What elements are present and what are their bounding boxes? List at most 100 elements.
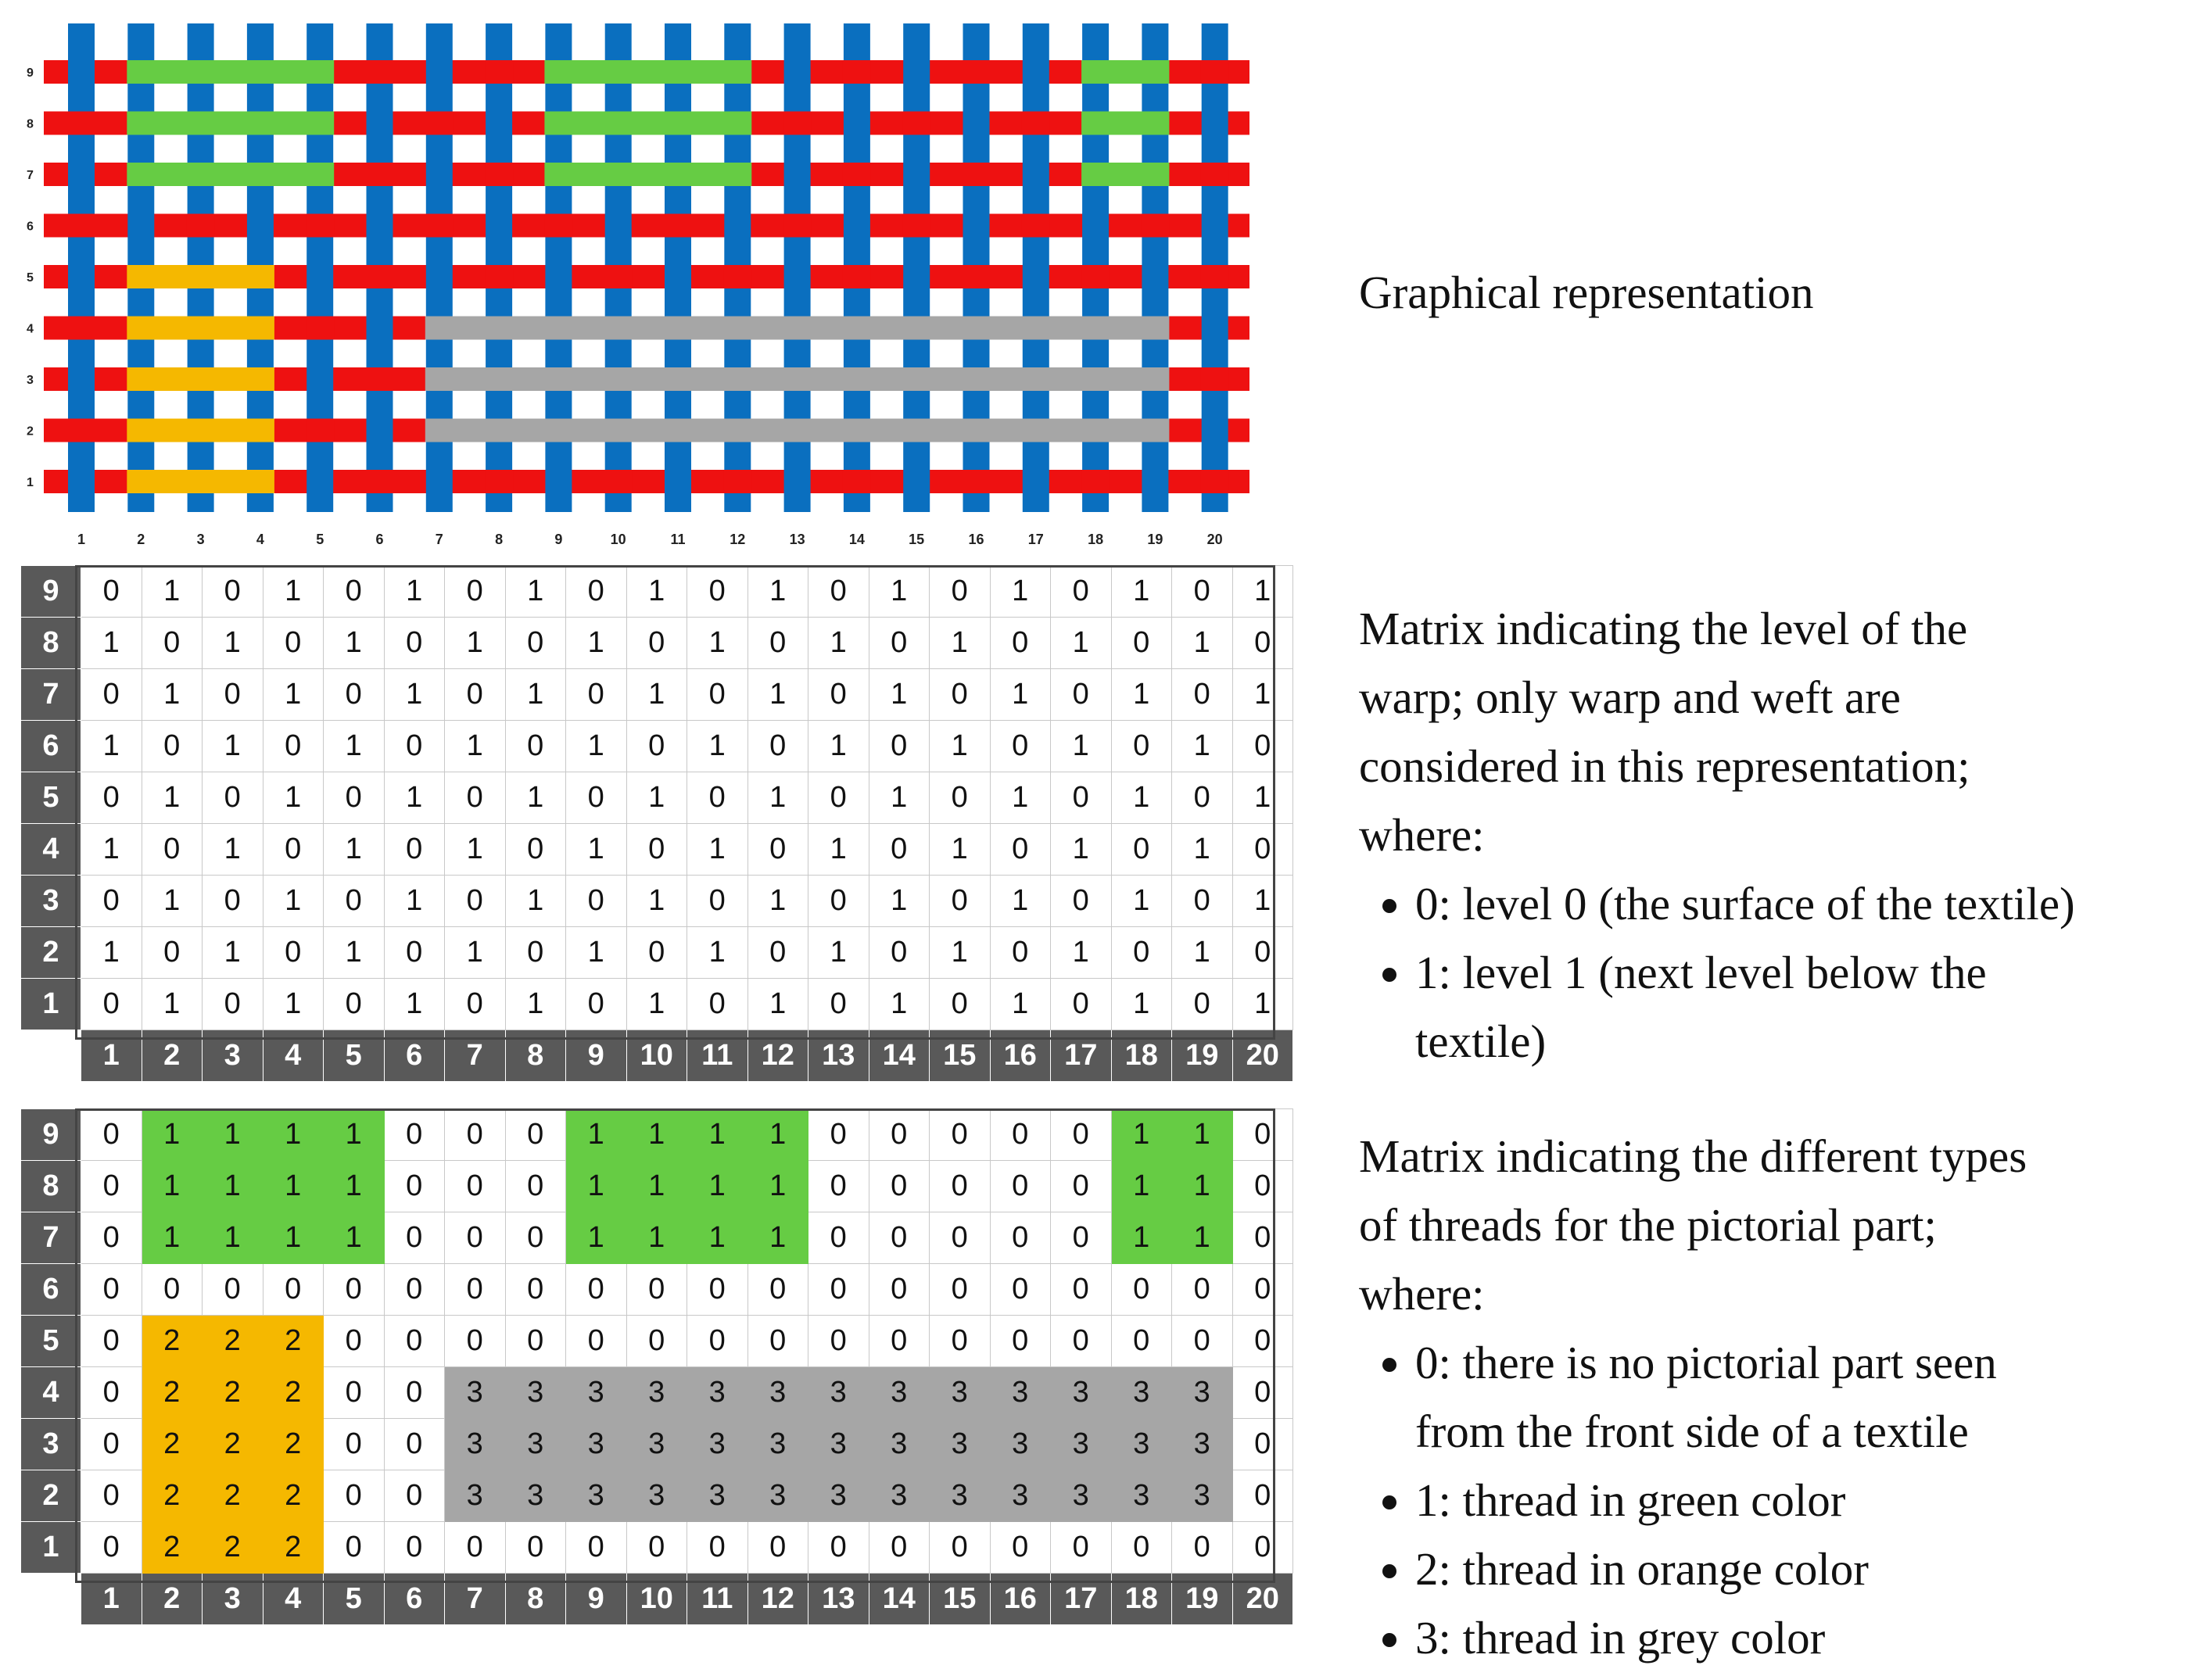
pictorial-weft	[545, 60, 751, 84]
pictorial-float	[127, 163, 156, 186]
pictorial-float	[604, 163, 633, 186]
column-label: 3	[202, 1573, 264, 1625]
weave-row-label: 5	[27, 271, 34, 285]
matrix-cell: 0	[868, 1108, 930, 1161]
matrix-cell: 3	[868, 1470, 930, 1522]
matrix-cell: 1	[565, 1108, 627, 1161]
warp-legend-text-1a: 1: level 1 (next level below the	[1415, 947, 1987, 998]
matrix-cell: 1	[504, 875, 566, 927]
matrix-cell: 0	[565, 1521, 627, 1574]
weave-row-label: 3	[27, 374, 34, 387]
matrix-cell: 1	[383, 772, 445, 824]
matrix-cell: 1	[989, 772, 1051, 824]
weave-col-label: 13	[790, 532, 805, 547]
column-label: 20	[1231, 1573, 1293, 1625]
matrix-cell: 1	[565, 823, 627, 876]
matrix-cell: 1	[444, 617, 506, 669]
weft-float	[842, 470, 871, 493]
matrix-cell: 3	[808, 1418, 869, 1470]
weft-float	[186, 213, 215, 238]
matrix-cell: 2	[262, 1521, 324, 1574]
matrix-cell: 3	[747, 1470, 808, 1522]
weft-float	[1081, 470, 1110, 493]
weave-row-label: 2	[27, 425, 34, 439]
weave-col-label: 2	[137, 532, 145, 547]
matrix-cell: 1	[323, 1212, 385, 1264]
pictorial-float	[544, 163, 573, 186]
matrix-cell: 1	[747, 1160, 808, 1212]
weft-float	[67, 213, 95, 238]
pictorial-float	[246, 60, 274, 84]
row-label: 7	[20, 668, 81, 721]
pictorial-float	[723, 316, 752, 340]
pictorial-float	[664, 367, 692, 391]
matrix-cell: 0	[989, 1108, 1051, 1161]
matrix-cell: 1	[626, 772, 687, 824]
pictorial-float	[604, 316, 633, 340]
matrix-cell: 0	[1231, 1160, 1293, 1212]
matrix-cell: 0	[81, 875, 142, 927]
matrix-cell: 0	[747, 617, 808, 669]
pictorial-float	[127, 418, 156, 442]
matrix-cell: 0	[989, 823, 1051, 876]
pictorial-float	[246, 163, 274, 186]
matrix-cell: 0	[1231, 1108, 1293, 1161]
matrix-cell: 1	[687, 617, 748, 669]
matrix-cell: 0	[323, 1315, 385, 1367]
matrix-cell: 1	[323, 720, 385, 772]
matrix-cell: 0	[626, 617, 687, 669]
matrix-cell: 1	[262, 1160, 324, 1212]
matrix-cell: 0	[81, 565, 142, 618]
weft-float	[365, 367, 394, 391]
matrix-cell: 1	[1171, 1160, 1233, 1212]
matrix-cell: 0	[808, 1521, 869, 1574]
row-label: 5	[20, 1315, 81, 1367]
matrix-cell: 1	[1110, 1212, 1172, 1264]
pictorial-float	[604, 367, 633, 391]
matrix-cell: 3	[565, 1418, 627, 1470]
matrix-cell: 3	[687, 1470, 748, 1522]
corner-cell	[20, 1030, 81, 1081]
matrix-cell: 0	[687, 668, 748, 721]
matrix-cell: 0	[81, 1315, 142, 1367]
matrix-cell: 1	[929, 720, 991, 772]
matrix-cell: 1	[141, 1108, 203, 1161]
matrix-cell: 0	[565, 1263, 627, 1316]
matrix-cell: 1	[626, 668, 687, 721]
matrix-cell: 3	[989, 1366, 1051, 1419]
matrix-cell: 0	[504, 1212, 566, 1264]
pictorial-float	[902, 418, 931, 442]
weft-float	[783, 213, 812, 238]
matrix-cell: 3	[504, 1470, 566, 1522]
pictorial-float	[306, 111, 335, 135]
pictorial-weft	[127, 111, 334, 135]
pictorial-float	[962, 367, 991, 391]
matrix-cell: 0	[929, 1315, 991, 1367]
matrix-cell: 0	[1050, 875, 1112, 927]
matrix-cell: 0	[202, 565, 264, 618]
weave-col-label: 4	[256, 532, 264, 547]
column-label: 11	[687, 1030, 748, 1082]
column-label: 19	[1171, 1573, 1233, 1625]
matrix-cell: 0	[929, 875, 991, 927]
column-label: 5	[323, 1030, 385, 1082]
matrix-cell: 0	[1110, 1521, 1172, 1574]
matrix-cell: 1	[626, 875, 687, 927]
weft-float	[664, 213, 692, 238]
row-label: 8	[20, 617, 81, 669]
pictorial-float	[246, 470, 274, 493]
matrix-cell: 1	[1110, 1108, 1172, 1161]
matrix-cell: 0	[808, 875, 869, 927]
matrix-cell: 1	[626, 565, 687, 618]
weft-float	[67, 316, 95, 340]
pictorial-float	[1141, 163, 1170, 186]
pictorial-float	[1141, 367, 1170, 391]
matrix-cell: 0	[1231, 823, 1293, 876]
